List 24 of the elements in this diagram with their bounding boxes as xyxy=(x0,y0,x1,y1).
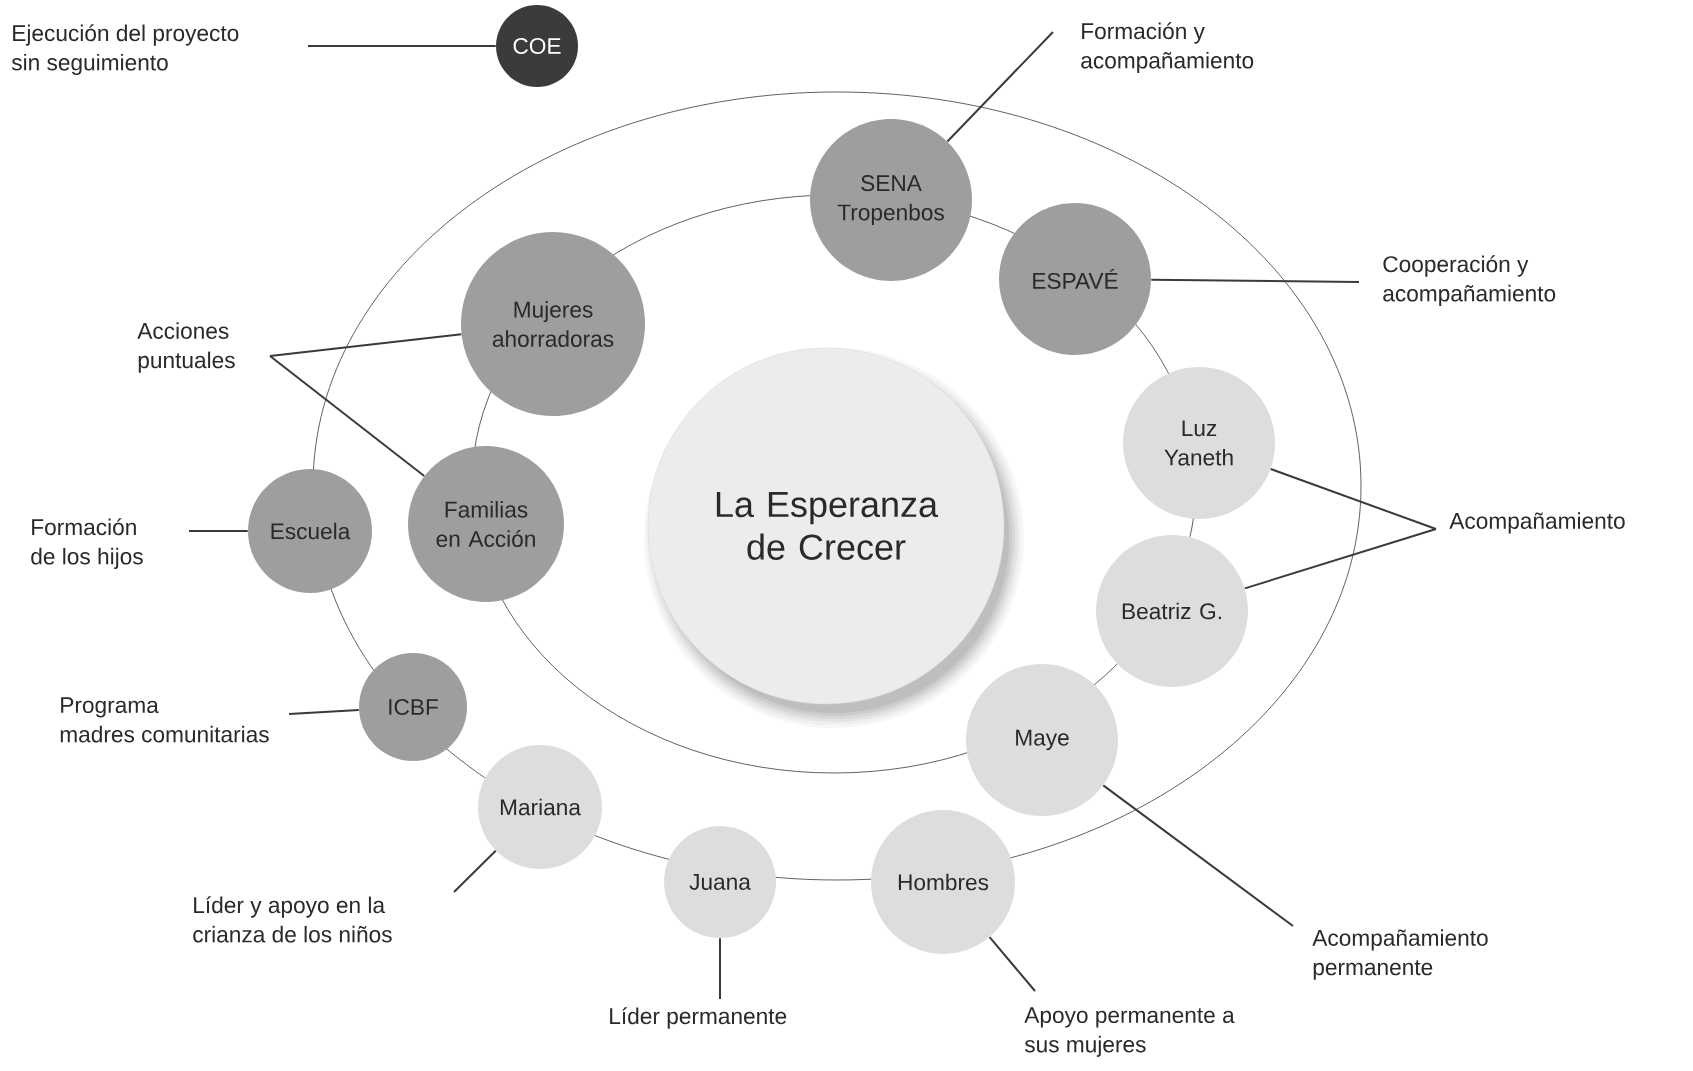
leader-line xyxy=(453,849,497,893)
leader-line xyxy=(719,937,721,1000)
leader-line xyxy=(269,333,463,357)
annotation-text: Acompañamiento xyxy=(1449,512,1625,534)
leader-line xyxy=(1243,528,1437,590)
leader-line xyxy=(988,936,1036,992)
annotation-text: Formación y acompañamiento xyxy=(1081,22,1254,73)
annotation-text: Apoyo permanente a sus mujeres xyxy=(1024,1007,1235,1057)
leader-line xyxy=(1269,468,1437,530)
annotation-text: Cooperación y acompañamiento xyxy=(1383,255,1556,306)
annotation-text: Acompañamiento permanente xyxy=(1312,929,1488,980)
annotation-text: Líder permanente xyxy=(610,1007,787,1029)
leader-line xyxy=(307,45,497,47)
annotation-text: Formación de los hijos xyxy=(31,518,143,569)
annotation-text: Programa madres comunitarias xyxy=(60,697,269,743)
leader-line xyxy=(1102,784,1294,927)
annotation-text: Ejecución del proyecto sin seguimiento xyxy=(11,24,239,75)
annotation-text: Acciones puntuales xyxy=(137,322,235,373)
leader-line xyxy=(1150,278,1360,283)
leader-line xyxy=(188,530,249,532)
leader-line xyxy=(288,709,360,715)
annotation-text: Líder y apoyo en la crianza de los niños xyxy=(193,896,392,943)
leader-line xyxy=(269,355,426,477)
leader-line xyxy=(946,31,1054,143)
